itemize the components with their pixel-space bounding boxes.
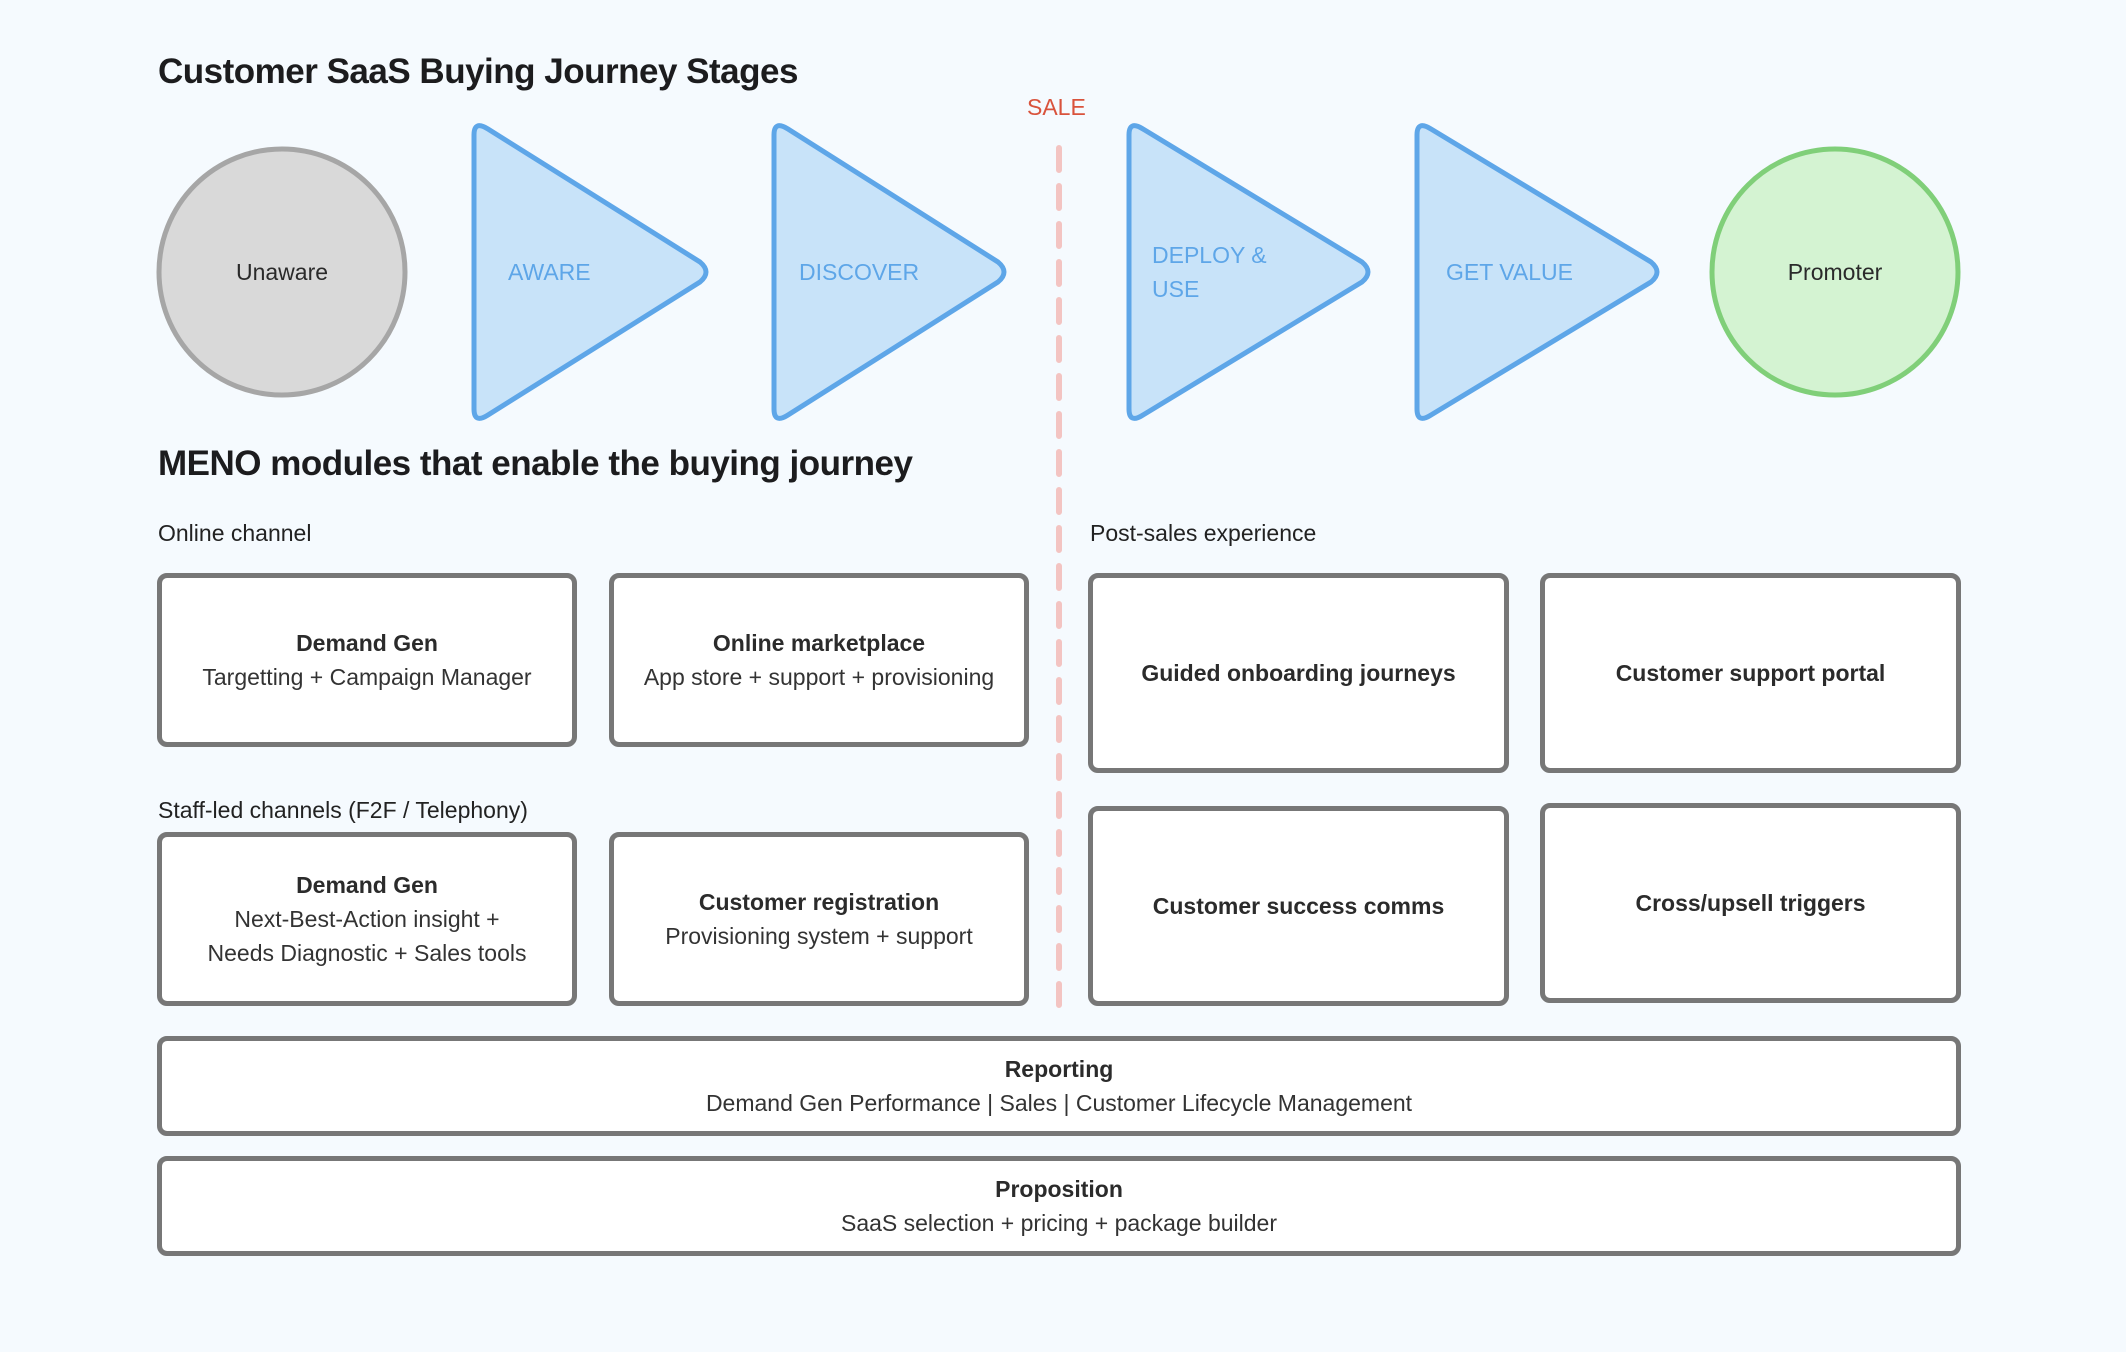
stage-promoter-circle bbox=[1709, 146, 1961, 398]
module-customer-success-comms[interactable]: Customer success comms bbox=[1088, 806, 1509, 1006]
online-channel-label: Online channel bbox=[158, 520, 312, 546]
module-customer-registration[interactable]: Customer registration Provisioning syste… bbox=[609, 832, 1029, 1006]
module-proposition[interactable]: Proposition SaaS selection + pricing + p… bbox=[157, 1156, 1961, 1256]
module-subtitle: Next-Best-Action insight + Needs Diagnos… bbox=[207, 906, 527, 966]
module-customer-support-portal[interactable]: Customer support portal bbox=[1540, 573, 1961, 773]
sale-label: SALE bbox=[1027, 94, 1086, 120]
stage-discover-triangle bbox=[771, 123, 1007, 421]
staff-led-label: Staff-led channels (F2F / Telephony) bbox=[158, 797, 528, 823]
stage-unaware: Unaware bbox=[156, 146, 408, 398]
module-title: Online marketplace bbox=[712, 630, 926, 656]
page-title: Customer SaaS Buying Journey Stages bbox=[158, 52, 798, 91]
module-title: Demand Gen bbox=[296, 630, 438, 656]
stage-discover-label: DISCOVER bbox=[799, 259, 919, 285]
stage-aware: AWARE bbox=[471, 123, 709, 421]
module-reporting[interactable]: Reporting Demand Gen Performance | Sales… bbox=[157, 1036, 1961, 1136]
module-online-demand-gen[interactable]: Demand Gen Targetting + Campaign Manager bbox=[157, 573, 577, 747]
stage-deploy-use-triangle bbox=[1126, 123, 1371, 421]
module-title: Demand Gen bbox=[296, 872, 438, 898]
stage-deploy-use: DEPLOY & USE bbox=[1126, 123, 1371, 421]
stage-get-value-triangle bbox=[1414, 123, 1660, 421]
stage-promoter: Promoter bbox=[1709, 146, 1961, 398]
module-guided-onboarding[interactable]: Guided onboarding journeys bbox=[1088, 573, 1509, 773]
stage-unaware-circle bbox=[156, 146, 408, 398]
module-staff-demand-gen[interactable]: Demand Gen Next-Best-Action insight + Ne… bbox=[157, 832, 577, 1006]
module-title: Customer registration bbox=[698, 889, 940, 915]
stage-aware-triangle bbox=[471, 123, 709, 421]
stage-get-value-label: GET VALUE bbox=[1446, 259, 1573, 285]
module-subtitle: SaaS selection + pricing + package build… bbox=[840, 1210, 1277, 1236]
module-title: Cross/upsell triggers bbox=[1635, 890, 1866, 916]
post-sales-label: Post-sales experience bbox=[1090, 520, 1317, 546]
module-subtitle: Provisioning system + support bbox=[665, 923, 973, 949]
module-subtitle: Demand Gen Performance | Sales | Custome… bbox=[705, 1090, 1413, 1116]
module-title: Customer success comms bbox=[1152, 893, 1445, 919]
stage-aware-label: AWARE bbox=[508, 259, 591, 285]
module-online-marketplace[interactable]: Online marketplace App store + support +… bbox=[609, 573, 1029, 747]
stage-unaware-label: Unaware bbox=[236, 259, 328, 285]
module-title: Customer support portal bbox=[1615, 660, 1886, 686]
modules-title: MENO modules that enable the buying jour… bbox=[158, 444, 913, 483]
stage-promoter-label: Promoter bbox=[1788, 259, 1883, 285]
module-title: Guided onboarding journeys bbox=[1141, 660, 1456, 686]
stage-deploy-use-label-line2: USE bbox=[1152, 276, 1199, 302]
module-subtitle: Targetting + Campaign Manager bbox=[202, 664, 532, 690]
stage-discover: DISCOVER bbox=[771, 123, 1007, 421]
stage-deploy-use-label-line1: DEPLOY & bbox=[1152, 242, 1267, 268]
module-title: Reporting bbox=[1004, 1056, 1114, 1082]
module-title: Proposition bbox=[995, 1176, 1123, 1202]
stage-get-value: GET VALUE bbox=[1414, 123, 1660, 421]
module-subtitle: App store + support + provisioning bbox=[643, 664, 995, 690]
module-cross-upsell-triggers[interactable]: Cross/upsell triggers bbox=[1540, 803, 1961, 1003]
